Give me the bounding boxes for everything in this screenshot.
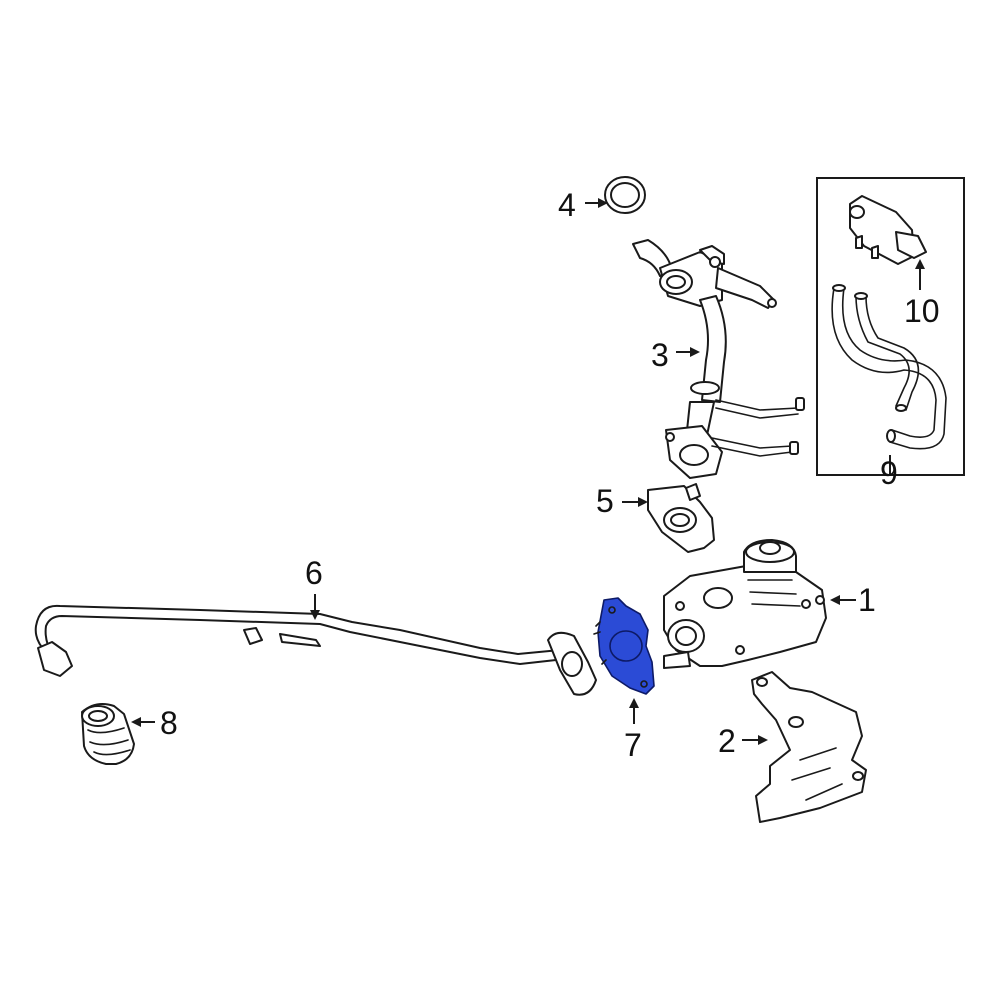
callout-7: 7 <box>624 698 642 763</box>
callout-1: 1 <box>830 582 876 618</box>
part-10-sensor[interactable] <box>849 195 927 265</box>
callout-3-label: 3 <box>651 337 669 373</box>
callout-8: 8 <box>131 705 178 741</box>
callout-10-label: 10 <box>904 293 940 329</box>
part-1-egr-valve[interactable] <box>663 539 827 669</box>
callout-7-label: 7 <box>624 727 642 763</box>
callout-10: 10 <box>904 259 940 329</box>
callout-5-label: 5 <box>596 483 614 519</box>
callout-6: 6 <box>305 555 323 620</box>
callout-4-label: 4 <box>558 187 576 223</box>
part-7-gasket-highlighted[interactable] <box>593 597 655 695</box>
part-2-bracket[interactable] <box>751 671 867 823</box>
part-3-egr-pipe[interactable] <box>632 239 805 479</box>
callout-3: 3 <box>651 337 700 373</box>
callout-8-label: 8 <box>160 705 178 741</box>
callout-9: 9 <box>880 455 898 491</box>
part-8-fitting[interactable] <box>81 703 135 765</box>
part-6-egr-tube[interactable] <box>34 604 597 696</box>
part-9-hoses[interactable] <box>831 284 947 450</box>
callout-4: 4 <box>558 187 608 223</box>
callout-6-label: 6 <box>305 555 323 591</box>
callout-2-label: 2 <box>718 723 736 759</box>
callout-2: 2 <box>718 723 768 759</box>
part-4-o-ring[interactable] <box>604 176 646 214</box>
callout-5: 5 <box>596 483 648 519</box>
callout-1-label: 1 <box>858 582 876 618</box>
part-5-gasket[interactable] <box>647 483 715 553</box>
callout-9-label: 9 <box>880 455 898 491</box>
